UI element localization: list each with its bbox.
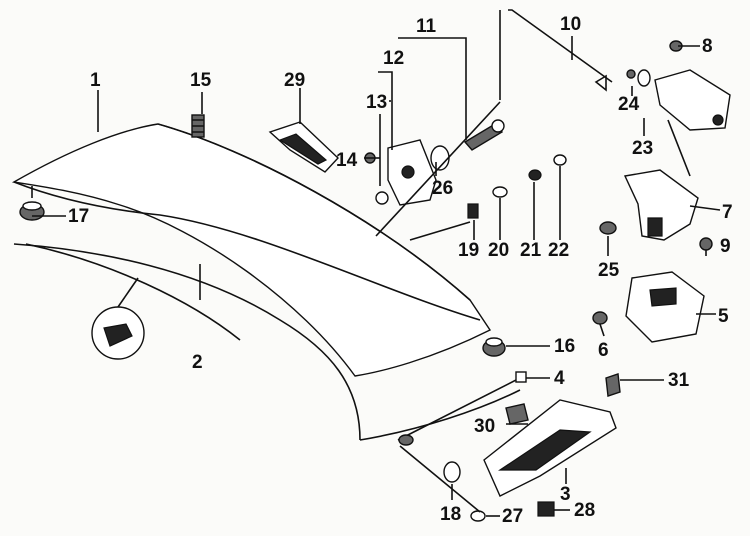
- callout-26: 26: [432, 178, 453, 199]
- callout-1: 1: [90, 70, 101, 91]
- actuator-23: [626, 40, 731, 131]
- callout-11: 11: [416, 16, 437, 37]
- callout-13: 13: [366, 92, 387, 113]
- hinge-3: [397, 371, 621, 522]
- callout-27: 27: [502, 506, 523, 527]
- callout-4: 4: [554, 368, 565, 389]
- callout-9: 9: [720, 236, 731, 257]
- callout-22: 22: [548, 240, 569, 261]
- callout-25: 25: [598, 260, 620, 281]
- lock-cylinder-12: [364, 139, 437, 206]
- lock-ring-11: [430, 119, 505, 171]
- detail-loupe: [91, 277, 145, 360]
- callout-23: 23: [632, 138, 653, 159]
- callout-28: 28: [574, 500, 595, 521]
- callout-8: 8: [702, 36, 713, 57]
- fasteners-19-22: [467, 154, 567, 219]
- callout-6: 6: [598, 340, 609, 361]
- callout-19: 19: [458, 240, 479, 261]
- callout-5: 5: [718, 306, 729, 327]
- callout-3: 3: [560, 484, 571, 505]
- callout-labels: 1 2 3 4 5 6 7 8 9 10 11 12 13 14 15 16 1…: [68, 14, 733, 527]
- handle-29: [268, 121, 339, 173]
- bump-stop-16: [482, 337, 506, 357]
- callout-14: 14: [336, 150, 358, 171]
- callout-31: 31: [668, 370, 690, 391]
- callout-21: 21: [520, 240, 542, 261]
- callout-12: 12: [383, 48, 404, 69]
- striker-housing-5: [592, 271, 705, 343]
- callout-20: 20: [488, 240, 509, 261]
- callout-16: 16: [554, 336, 575, 357]
- callout-2: 2: [192, 352, 203, 373]
- callout-10: 10: [560, 14, 581, 35]
- leader-lines: [32, 10, 721, 517]
- callout-29: 29: [284, 70, 305, 91]
- callout-17: 17: [68, 206, 89, 227]
- callout-18: 18: [440, 504, 461, 525]
- callout-15: 15: [190, 70, 212, 91]
- stud-15: [191, 114, 205, 138]
- callout-30: 30: [474, 416, 495, 437]
- lock-mechanism-7: [599, 169, 713, 251]
- inner-panel: [13, 243, 521, 441]
- callout-24: 24: [618, 94, 640, 115]
- rod-10: [508, 9, 613, 92]
- callout-7: 7: [722, 202, 733, 223]
